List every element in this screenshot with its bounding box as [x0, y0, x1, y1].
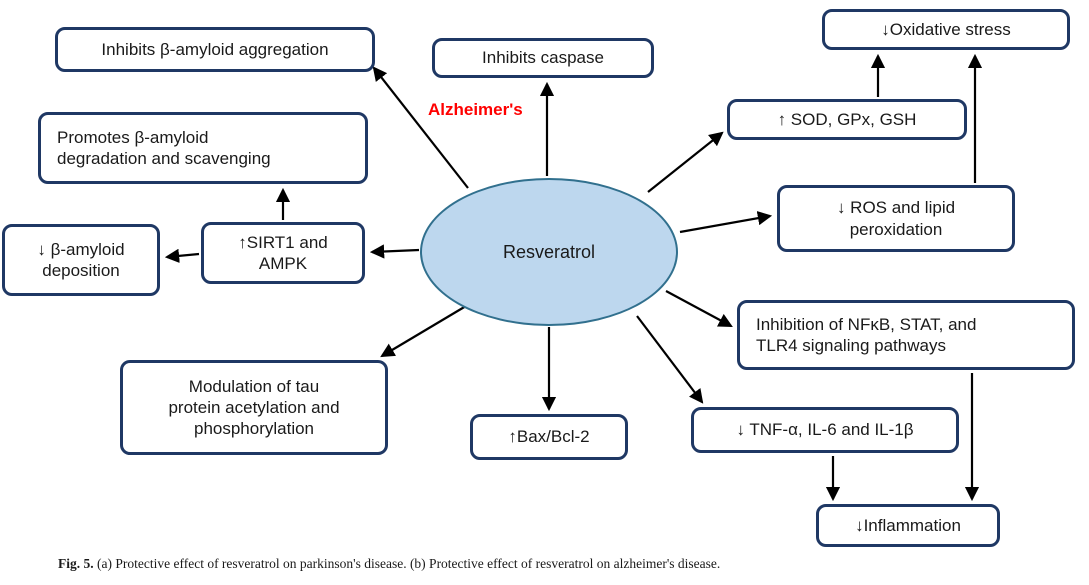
node-bax-bcl2: ↑Bax/Bcl-2 — [470, 414, 628, 460]
disease-label-alzheimers: Alzheimer's — [428, 100, 523, 119]
node-oxidative-stress: ↓Oxidative stress — [822, 9, 1070, 50]
figure-caption: Fig. 5. (a) Protective effect of resvera… — [58, 556, 1038, 572]
arrow-ellipse-to-ros — [679, 211, 773, 234]
node-nfkb-stat-tlr4: Inhibition of NFκB, STAT, and TLR4 signa… — [737, 300, 1075, 370]
node-inhibits-b-amyloid-aggregation: Inhibits β-amyloid aggregation — [55, 27, 375, 72]
node-inflammation: ↓Inflammation — [816, 504, 1000, 547]
arrow-ellipse-to-sirt1 — [369, 244, 420, 259]
node-b-amyloid-deposition: ↓ β-amyloid deposition — [2, 224, 160, 296]
node-label: Promotes β-amyloid degradation and scave… — [57, 127, 271, 168]
node-label: Modulation of tau protein acetylation an… — [168, 376, 340, 439]
node-label: ↓ TNF-α, IL-6 and IL-1β — [736, 420, 914, 440]
node-label: ↑Bax/Bcl-2 — [508, 427, 590, 447]
arrow-ellipse-to-nfkb — [665, 290, 733, 328]
arrow-sirt1-to-deposition — [164, 248, 200, 263]
arrow-ellipse-to-tau — [380, 305, 467, 358]
node-tau-modulation: Modulation of tau protein acetylation an… — [120, 360, 388, 455]
node-label: ↓Oxidative stress — [881, 19, 1011, 39]
node-label: Inhibits caspase — [482, 48, 604, 68]
node-inhibits-caspase: Inhibits caspase — [432, 38, 654, 78]
resveratrol-ellipse: Resveratrol — [420, 178, 678, 326]
node-label: ↑SIRT1 and AMPK — [238, 232, 328, 273]
node-sirt1-ampk: ↑SIRT1 and AMPK — [201, 222, 365, 284]
arrow-ellipse-to-sod — [647, 131, 724, 193]
node-ros-lipid-peroxidation: ↓ ROS and lipid peroxidation — [777, 185, 1015, 252]
figure-caption-prefix: Fig. 5. — [58, 556, 94, 571]
node-tnf-il6-il1b: ↓ TNF-α, IL-6 and IL-1β — [691, 407, 959, 453]
figure-caption-text: (a) Protective effect of resveratrol on … — [93, 556, 721, 571]
node-sod-gpx-gsh: ↑ SOD, GPx, GSH — [727, 99, 967, 140]
node-promotes-b-amyloid-degradation: Promotes β-amyloid degradation and scave… — [38, 112, 368, 184]
node-label: ↓ β-amyloid deposition — [37, 239, 125, 280]
arrow-ellipse-to-aggregation — [372, 66, 469, 189]
node-label: ↓Inflammation — [855, 515, 961, 535]
node-label: Inhibition of NFκB, STAT, and TLR4 signa… — [756, 314, 977, 355]
node-label: ↓ ROS and lipid peroxidation — [836, 198, 956, 239]
arrow-ellipse-to-tnf — [636, 315, 704, 404]
node-label: Inhibits β-amyloid aggregation — [101, 39, 329, 59]
resveratrol-label: Resveratrol — [502, 241, 596, 262]
node-label: ↑ SOD, GPx, GSH — [777, 109, 917, 129]
